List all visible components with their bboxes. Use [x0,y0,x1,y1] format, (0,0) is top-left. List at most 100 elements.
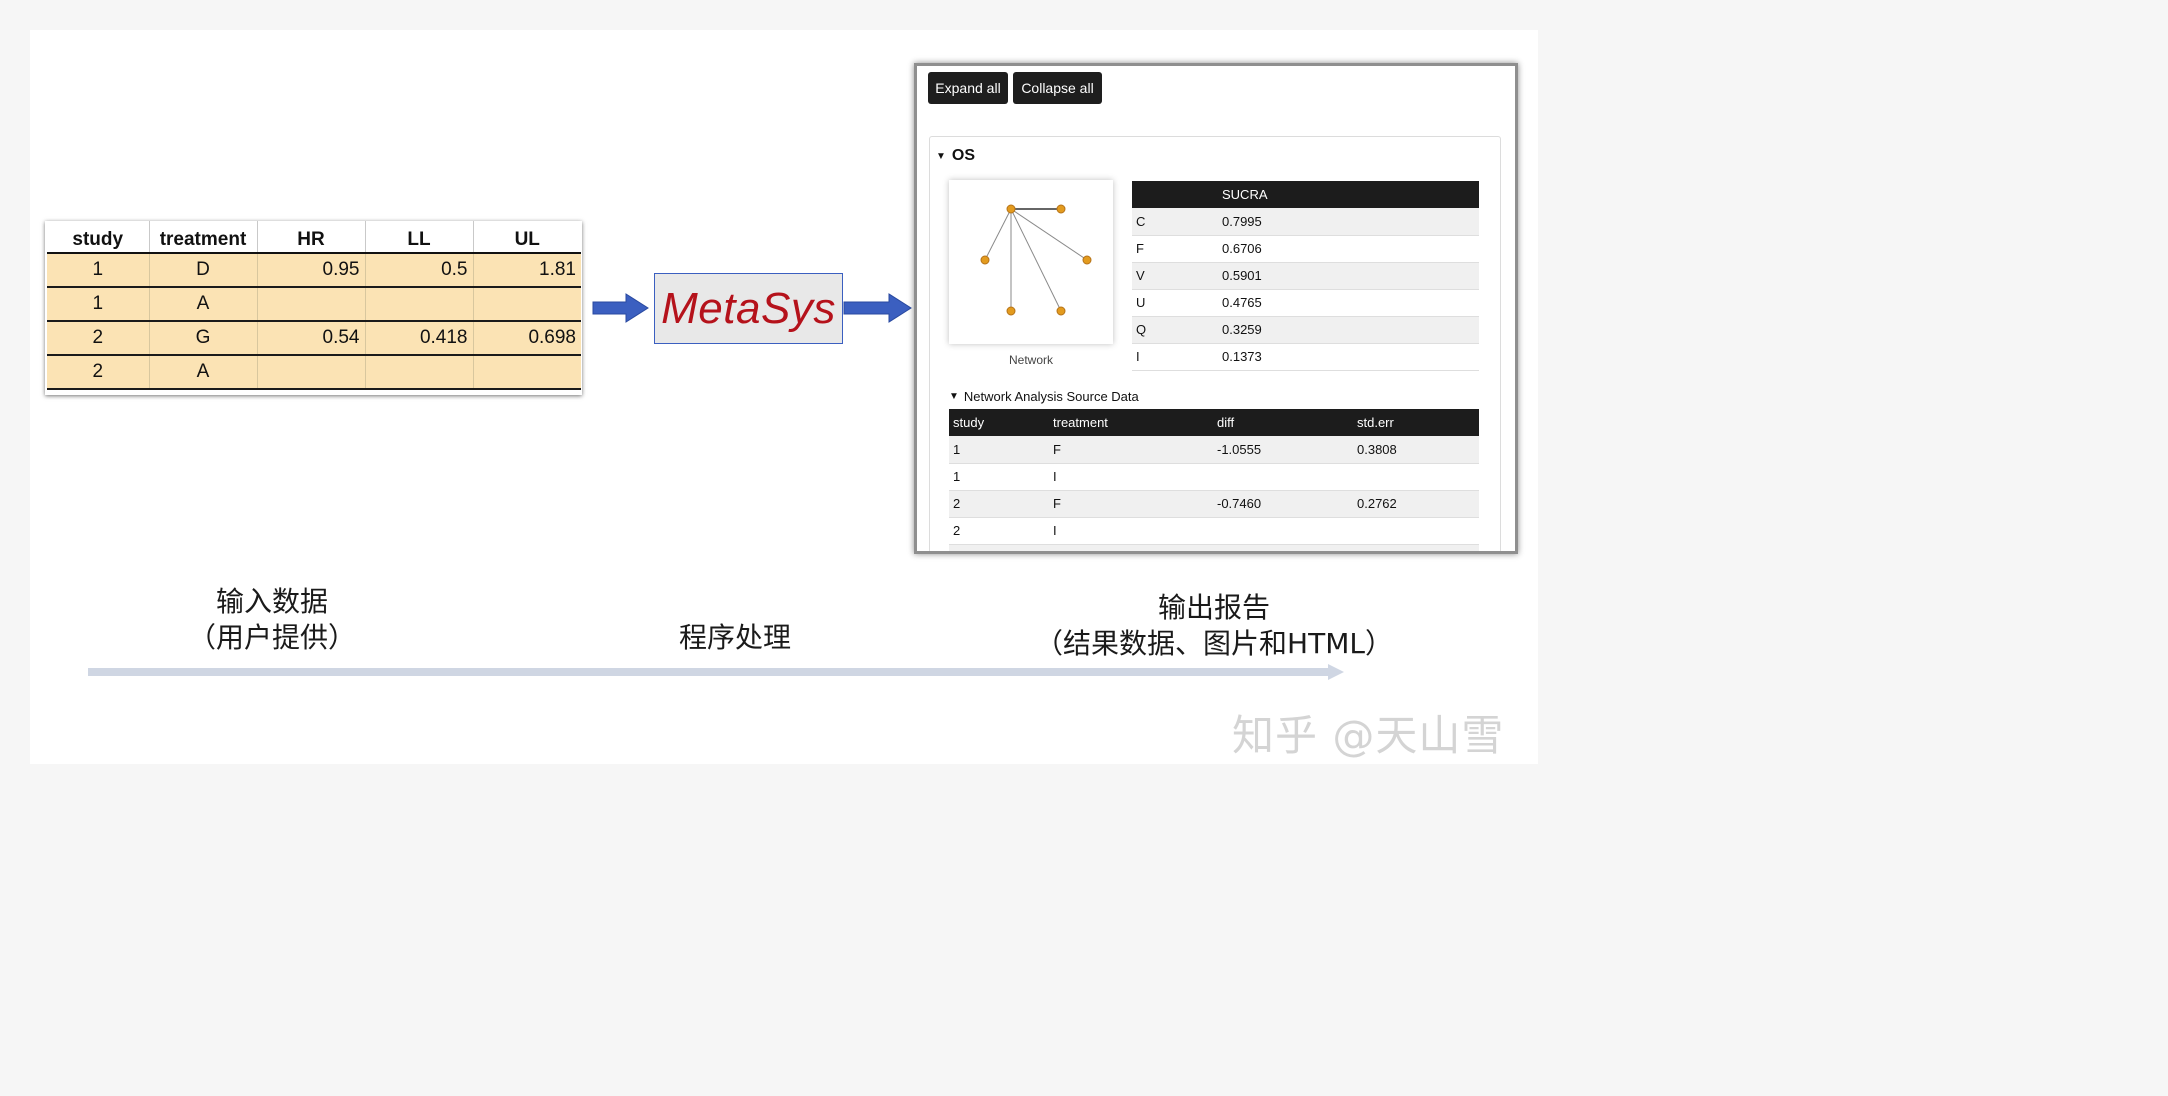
watermark: 知乎 @天山雪 [1232,711,1505,760]
os-section-title: OS [951,147,976,164]
source-study: 2 [949,517,1049,545]
cell-ll [364,355,473,390]
network-edge [1010,208,1088,261]
network-graph-svg [980,204,1092,316]
cell-ul: 1.81 [472,253,581,288]
cell-hr [256,287,365,322]
source-stderr: 0.3808 [1353,436,1479,464]
cell-ul [472,355,581,390]
source-data-table: study treatment diff std.err 1 F -1.0555… [949,409,1479,551]
network-node [1082,255,1092,265]
cell-ll: 0.418 [364,321,473,356]
collapse-all-button[interactable]: Collapse all [1013,72,1102,104]
table-row: 2 I [949,517,1479,545]
source-study: 1 [949,463,1049,491]
metasys-label: MetaSys [661,283,836,333]
input-header-hr: HR [256,221,365,254]
source-treatment: I [1049,517,1213,545]
network-node [1056,204,1066,214]
sucra-value: 0.1373 [1218,343,1479,371]
cell-treatment: G [148,321,257,356]
source-treatment: F [1049,490,1213,518]
input-arrow [592,293,649,323]
table-row: 1 I [949,463,1479,491]
sucra-treatment: U [1132,289,1218,317]
source-stderr [1353,463,1479,491]
triangle-down-icon: ▼ [949,391,959,402]
table-row: 2 G 0.54 0.418 0.698 [47,321,581,356]
network-node [1006,306,1016,316]
output-label-line2: （结果数据、图片和HTML） [1035,627,1393,660]
source-diff [1213,544,1353,551]
cell-study: 1 [47,253,149,288]
source-study: 2 [949,490,1049,518]
output-label-line1: 输出报告 [1157,591,1270,624]
table-row: 1 A [47,287,581,322]
network-edge [984,208,1012,261]
sucra-treatment: I [1132,343,1218,371]
process-stage-label: 程序处理 [678,621,791,654]
timeline-arrow [88,664,1344,680]
sucra-value: 0.3259 [1218,316,1479,344]
sucra-treatment: C [1132,208,1218,236]
sucra-value: 0.7995 [1218,208,1479,236]
input-data-table: study treatment HR LL UL 1 D 0.95 0.5 1.… [45,221,582,395]
report-panel: Expand all Collapse all ▼ OS [914,63,1518,554]
os-section-toggle[interactable]: ▼ OS [936,147,975,165]
sucra-treatment: F [1132,235,1218,263]
source-treatment: I [1049,463,1213,491]
source-stderr [1353,544,1479,551]
source-header-treatment: treatment [1049,409,1213,436]
cell-hr: 0.54 [256,321,365,356]
sucra-value: 0.4765 [1218,289,1479,317]
cell-hr [256,355,365,390]
network-edge [1010,208,1062,312]
triangle-down-icon: ▼ [936,150,946,162]
network-node [980,255,990,265]
cell-treatment: A [148,287,257,322]
source-study [949,544,1049,551]
source-header-diff: diff [1213,409,1353,436]
cell-study: 2 [47,321,149,356]
network-node [1056,306,1066,316]
table-row: 2 F -0.7460 0.2762 [949,490,1479,518]
source-header-study: study [949,409,1049,436]
metasys-box: MetaSys [654,273,843,344]
input-stage-label: 输入数据 （用户提供） [172,584,372,656]
source-header-stderr: std.err [1353,409,1479,436]
table-row: 2 A [47,355,581,390]
sucra-header-blank [1132,181,1218,208]
cell-ll: 0.5 [364,253,473,288]
source-header-row: study treatment diff std.err [949,409,1479,436]
input-table-header-row: study treatment HR LL UL [47,221,581,254]
cell-treatment: D [148,253,257,288]
source-diff [1213,463,1353,491]
table-row [949,544,1479,551]
source-treatment [1049,544,1213,551]
source-data-toggle[interactable]: ▼ Network Analysis Source Data [949,389,1139,404]
input-label-line1: 输入数据 [215,585,328,618]
source-data-title: Network Analysis Source Data [963,389,1139,404]
network-node [1006,204,1016,214]
source-stderr: 0.2762 [1353,490,1479,518]
cell-treatment: A [148,355,257,390]
expand-all-button[interactable]: Expand all [928,72,1008,104]
source-diff [1213,517,1353,545]
cell-hr: 0.95 [256,253,365,288]
table-row: 1 D 0.95 0.5 1.81 [47,253,581,288]
input-header-treatment: treatment [148,221,257,254]
cell-ul [472,287,581,322]
cell-study: 2 [47,355,149,390]
network-graph [949,180,1113,344]
cell-ll [364,287,473,322]
input-header-study: study [47,221,149,254]
network-caption: Network [1008,353,1053,367]
input-header-ll: LL [364,221,473,254]
source-diff: -0.7460 [1213,490,1353,518]
source-diff: -1.0555 [1213,436,1353,464]
os-section: ▼ OS [929,136,1501,551]
